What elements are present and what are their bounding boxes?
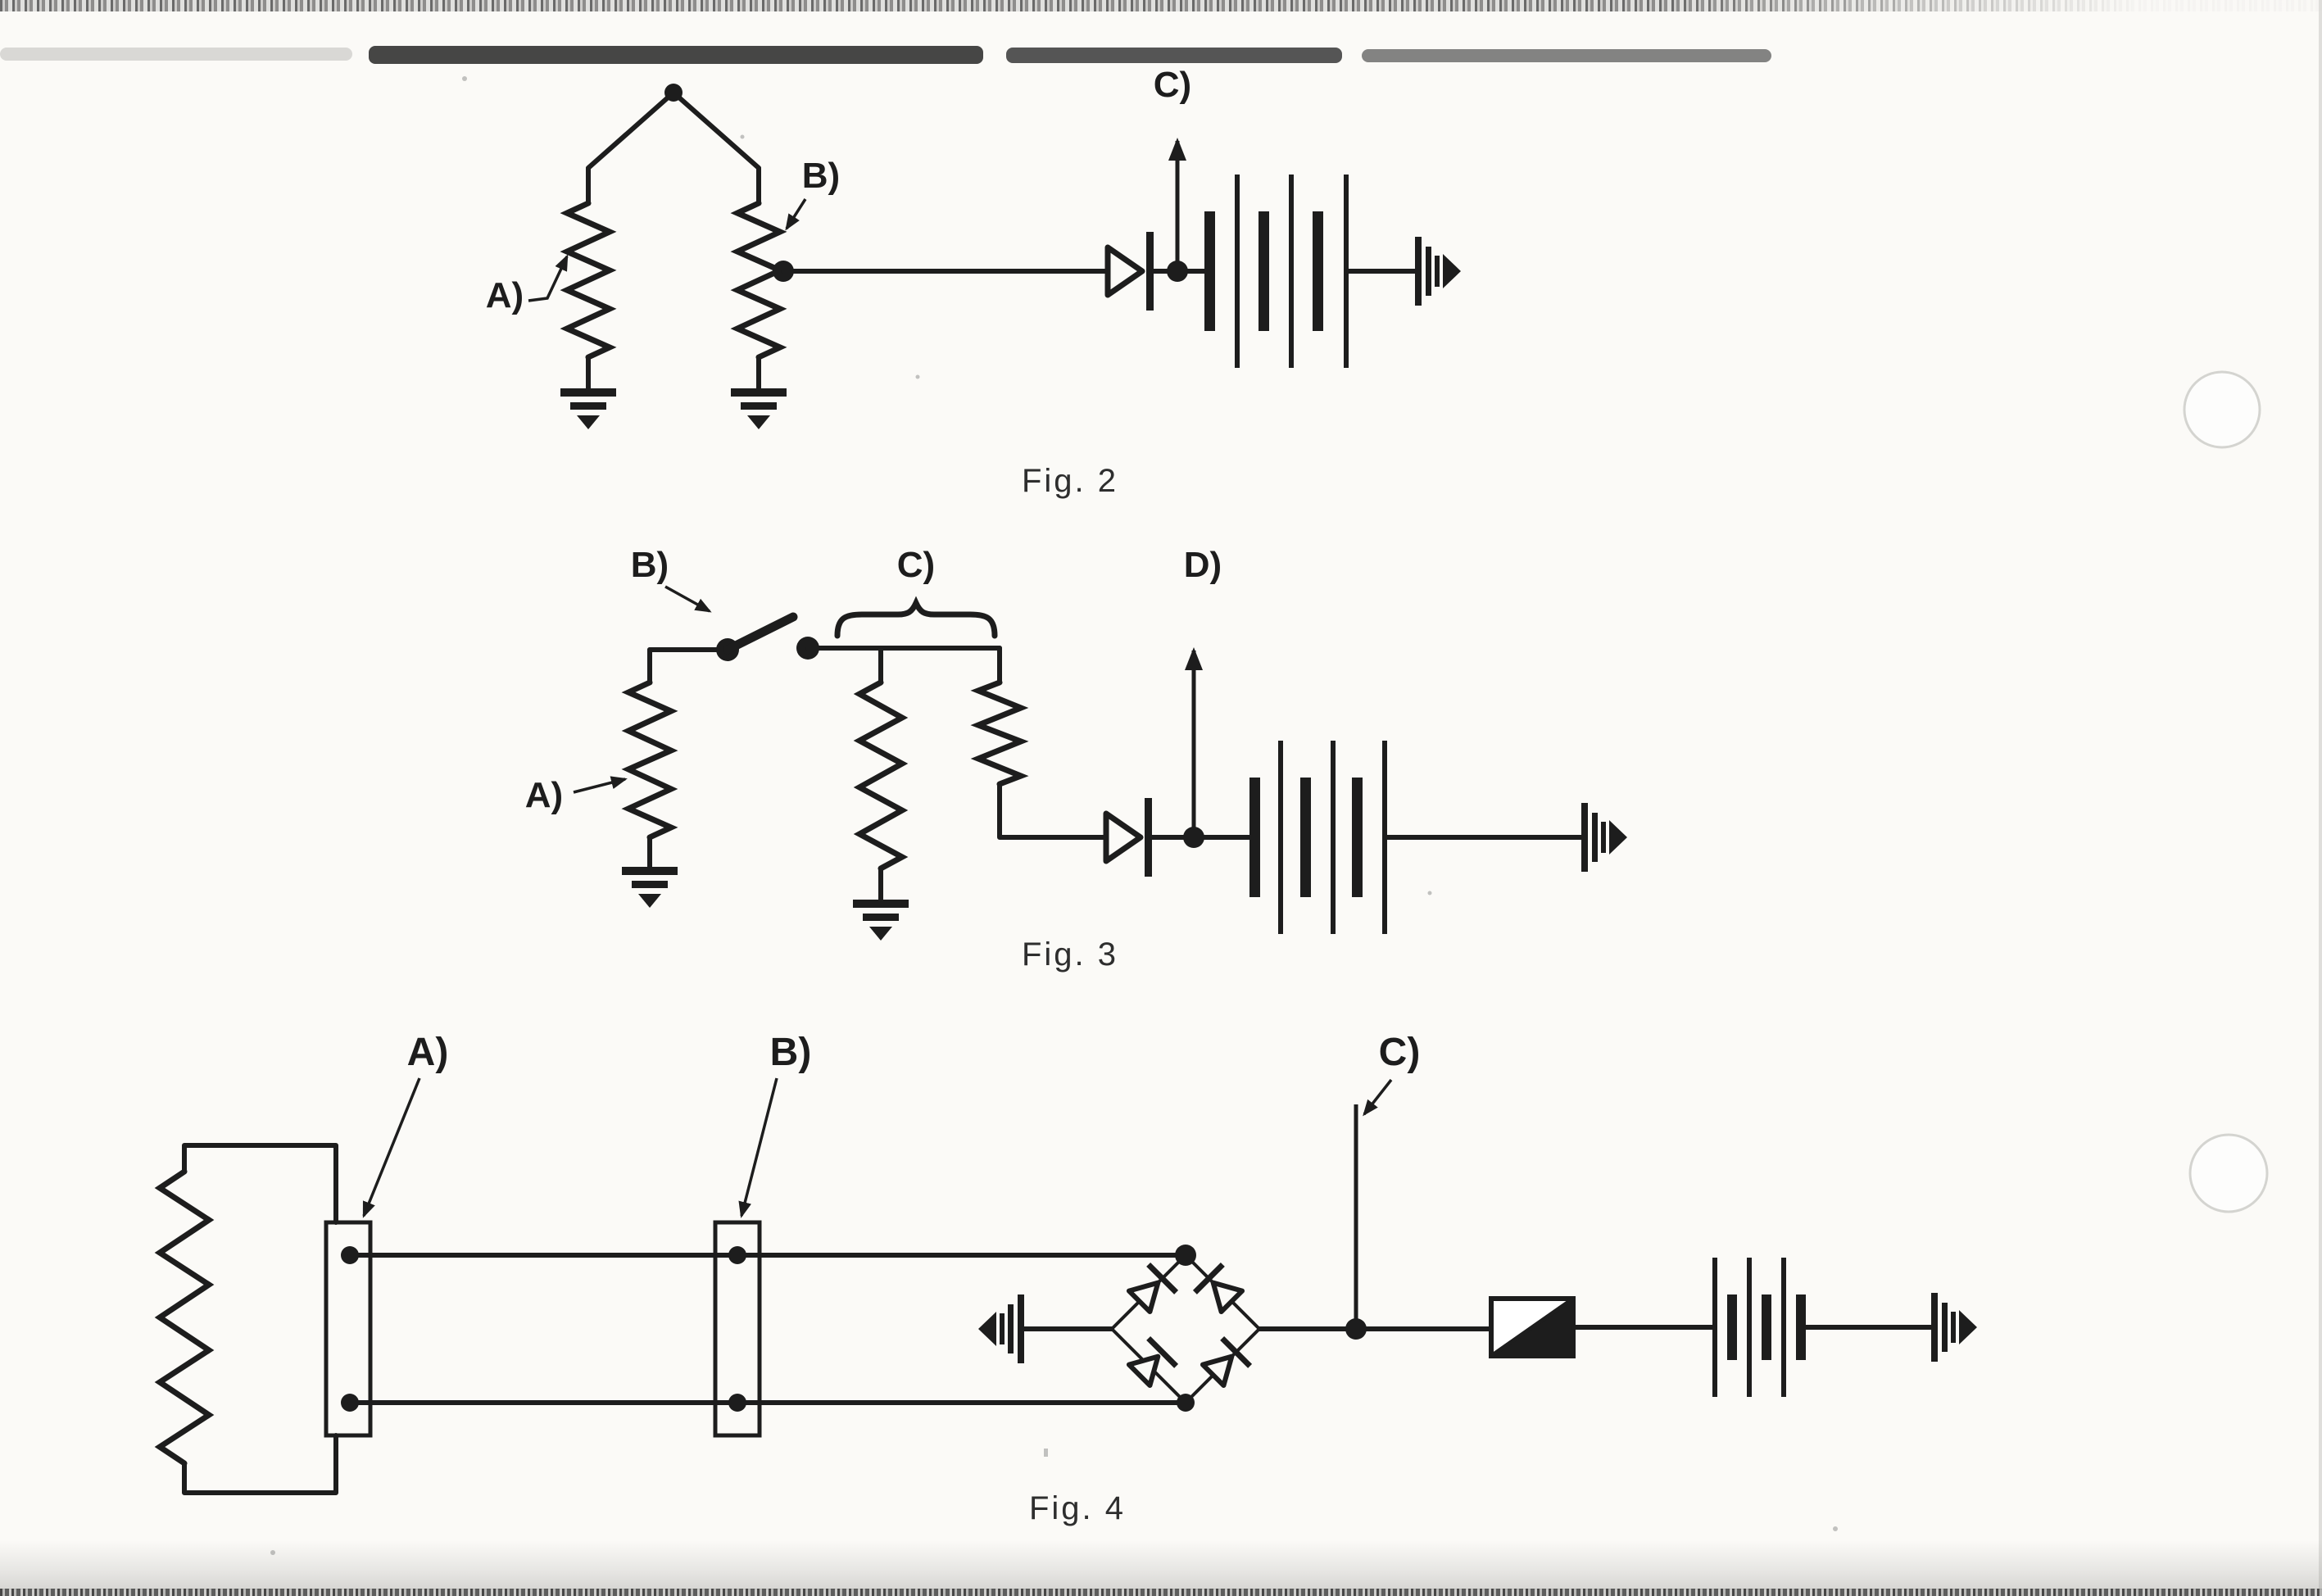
fig3-label-a-pointer-arrow-icon — [573, 776, 628, 794]
fig4-chassis-ground-left-icon — [978, 1294, 1024, 1363]
fig2-battery-icon — [1204, 175, 1349, 368]
scan-band-segment — [1006, 48, 1342, 63]
scan-band-segment — [369, 46, 983, 64]
scan-specks — [270, 76, 1838, 1555]
scan-speck — [740, 134, 745, 139]
fig4-label-b-pointer-arrow-icon — [738, 1077, 778, 1218]
fig3-battery-plate — [1300, 778, 1311, 897]
fig3-label-d: D) — [1184, 545, 1222, 585]
fig2-battery-plate — [1235, 175, 1240, 368]
fig4-bridge-diode-icon — [1126, 1336, 1178, 1389]
fig3-battery-plate — [1331, 741, 1336, 934]
fig2-label-b: B) — [802, 156, 840, 196]
fig2-battery-plate — [1289, 175, 1294, 368]
scan-speck — [1044, 1449, 1048, 1457]
fig2-apex-wires — [586, 90, 761, 206]
fig4-bridge-top-dot — [1175, 1245, 1196, 1266]
fig3-label-c: C) — [897, 545, 935, 585]
fig2-label-c: C) — [1154, 65, 1191, 105]
fig2-resistor-b-icon — [730, 200, 787, 360]
fig4-battery-plate — [1727, 1294, 1737, 1360]
fig3-battery-plate — [1352, 778, 1363, 897]
fig3-battery-plate — [1249, 778, 1260, 897]
scan-right-fringe — [2319, 0, 2322, 1596]
fig4-battery-plate — [1796, 1294, 1806, 1360]
fig4-battery-plate — [1747, 1258, 1752, 1397]
fig4-loop-bottom-wire — [182, 1433, 338, 1495]
fig2-caption: Fig. 2 — [1022, 463, 1118, 499]
fig3-label-a: A) — [525, 775, 563, 815]
fig3-caption: Fig. 3 — [1022, 936, 1118, 973]
scan-speck — [462, 76, 467, 81]
punch-hole — [2183, 370, 2261, 449]
fig4-connector-b-terminal-dot — [728, 1394, 746, 1412]
fig4-label-c: C) — [1379, 1031, 1421, 1074]
fig3-resistor-middle-icon — [853, 679, 909, 872]
figure-2: A) B) C) Fig. 2 — [486, 65, 1461, 499]
fig2-ground-left-icon — [560, 388, 616, 429]
fig3-wire-to-diode — [997, 782, 1109, 840]
scan-speck — [1427, 891, 1432, 895]
fig4-battery-icon — [1712, 1258, 1806, 1397]
fig4-bridge-rectifier-icon — [1109, 1245, 1262, 1412]
fig4-connector-a-icon — [324, 1220, 373, 1438]
fig4-connector-b-icon — [713, 1220, 762, 1438]
fig2-battery-plate — [1313, 211, 1323, 331]
fig3-label-b: B) — [631, 545, 669, 585]
fig3-switch-lever-icon — [723, 612, 798, 655]
figure-4: A) B) C) Fig. 4 — [154, 1031, 1977, 1526]
fig2-battery-plate — [1204, 211, 1215, 331]
fig4-chassis-ground-right-icon — [1931, 1293, 1977, 1362]
fig3-group-brace-icon — [834, 596, 998, 639]
fig4-loop-top-wire — [182, 1143, 338, 1225]
scan-band-segment — [1362, 49, 1771, 62]
fig4-label-a-pointer-arrow-icon — [362, 1077, 421, 1218]
scan-bottom-fringe — [0, 1589, 2322, 1596]
fig3-resistor-a-icon — [621, 679, 678, 841]
fig2-label-a: A) — [486, 275, 524, 315]
fig2-resistor-a-icon — [560, 200, 617, 360]
fig2-label-b-pointer-arrow-icon — [785, 198, 807, 231]
fig4-bridge-bottom-dot — [1177, 1394, 1195, 1412]
fig4-label-c-pointer-arrow-icon — [1363, 1078, 1393, 1117]
scan-top-fringe — [0, 0, 2322, 11]
fig3-ground-a-icon — [622, 867, 678, 908]
fig2-apex-junction-dot — [664, 84, 683, 102]
fig2-chassis-ground-right-icon — [1415, 237, 1461, 306]
fig3-resistor-right-icon — [970, 679, 1029, 787]
fig2-battery-plate — [1259, 211, 1269, 331]
scan-bottom-wash — [0, 1540, 2322, 1589]
scan-speck — [1833, 1526, 1838, 1531]
fig3-diode-icon — [1106, 798, 1152, 877]
scan-speck — [915, 374, 920, 379]
fig3-chassis-ground-right-icon — [1581, 803, 1627, 872]
fig2-label-a-pointer-arrow-icon — [528, 254, 569, 302]
fig4-fuse-icon — [1489, 1296, 1576, 1358]
fig4-battery-plate — [1762, 1294, 1771, 1360]
figure-3: B) C) A) D) Fig. 3 — [525, 545, 1627, 973]
scan-band-segment — [0, 48, 352, 61]
fig4-battery-plate — [1712, 1258, 1717, 1397]
punch-hole — [2188, 1133, 2269, 1213]
fig4-label-b: B) — [770, 1031, 812, 1074]
scan-speck — [270, 1550, 275, 1555]
fig4-caption: Fig. 4 — [1029, 1490, 1126, 1526]
fig4-heater-resistor-icon — [154, 1168, 215, 1467]
scan-edge-band — [0, 46, 1771, 64]
fig2-diode-icon — [1108, 232, 1154, 311]
fig4-label-a: A) — [407, 1031, 449, 1074]
fig4-bridge-diamond — [1109, 1253, 1262, 1405]
fig3-ground-middle-icon — [853, 900, 909, 941]
fig3-battery-plate — [1278, 741, 1283, 934]
fig3-label-b-pointer-arrow-icon — [664, 585, 712, 613]
fig4-connector-b-terminal-dot — [728, 1246, 746, 1264]
fig2-ground-right-icon — [731, 388, 787, 429]
fig4-fuse-diagonal — [1490, 1296, 1575, 1358]
fig4-battery-plate — [1781, 1258, 1786, 1397]
fig3-battery-icon — [1249, 741, 1387, 934]
